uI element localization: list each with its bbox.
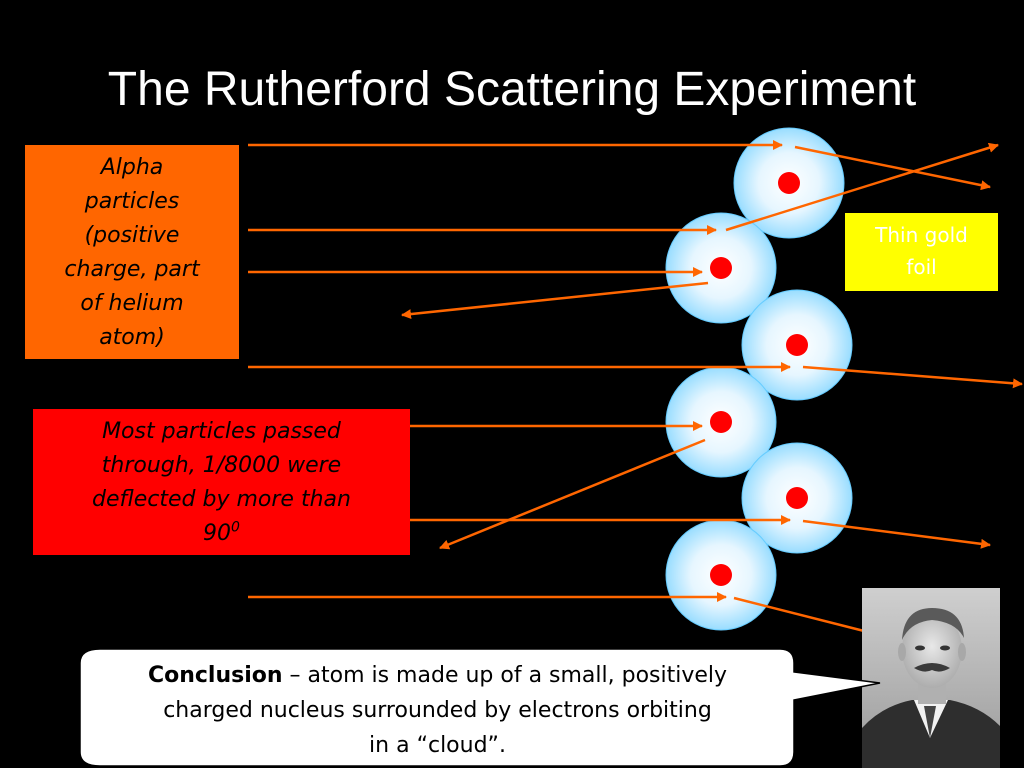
nucleus	[710, 257, 732, 279]
gold-atom	[665, 366, 777, 478]
nucleus	[778, 172, 800, 194]
deflected-arrow	[802, 519, 991, 549]
gold-atom	[665, 212, 777, 324]
gold-foil-label: Thin gold foil	[845, 213, 998, 291]
deflected-arrow	[802, 365, 1023, 389]
deflected-arrow	[733, 596, 869, 634]
conclusion-heading: Conclusion	[147, 663, 283, 688]
nucleus	[710, 411, 732, 433]
alpha-particles-label: Alpha particles (positive charge, part o…	[25, 145, 239, 359]
degree-superscript: 0	[231, 519, 240, 536]
result-label: Most particles passed through, 1/8000 we…	[33, 409, 410, 555]
deflected-arrow	[794, 145, 991, 191]
gold-atoms	[665, 127, 853, 631]
slide-title: The Rutherford Scattering Experiment	[107, 63, 917, 116]
gold-atom	[733, 127, 845, 239]
portrait-photo-icon	[862, 588, 1000, 768]
gold-atom	[741, 289, 853, 401]
incoming-paths	[248, 140, 791, 602]
nucleus	[786, 487, 808, 509]
deflected-arrow	[725, 142, 999, 232]
nucleus	[786, 334, 808, 356]
gold-atom	[741, 442, 853, 554]
backscatter-arrow	[401, 281, 709, 320]
nucleus	[710, 564, 732, 586]
backscatter-arrow	[439, 438, 706, 550]
deflected-paths	[401, 142, 1023, 634]
conclusion-text: Conclusion – atom is made up of a small,…	[147, 663, 728, 758]
